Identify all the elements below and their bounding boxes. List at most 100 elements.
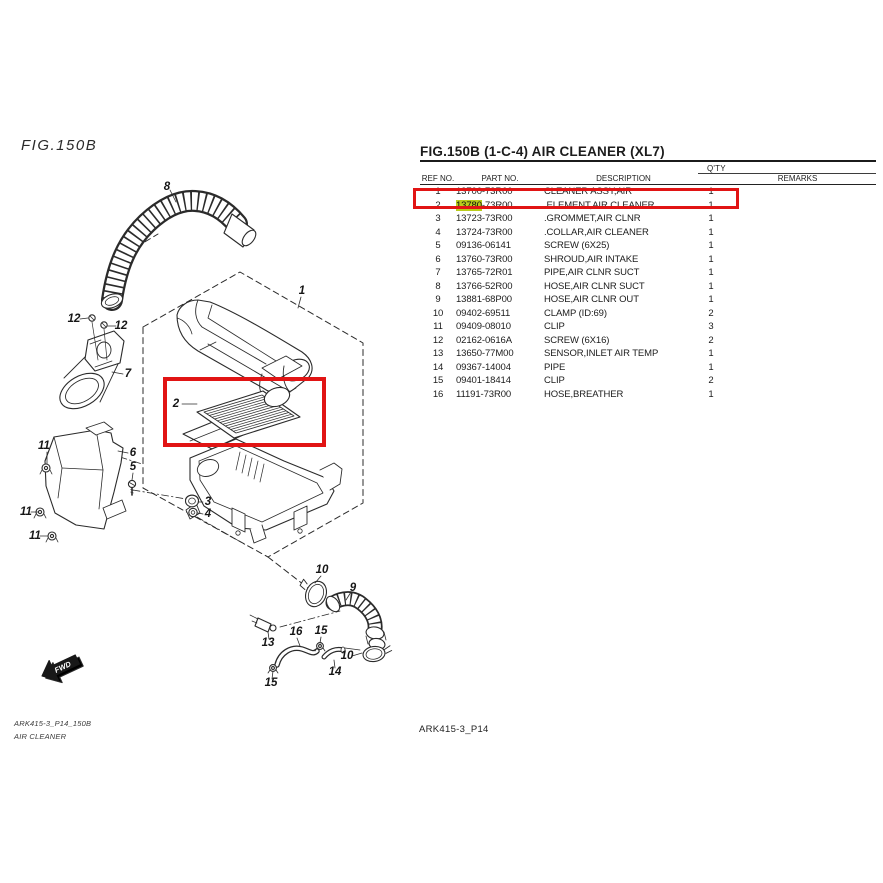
cell-desc: SCREW (6X16) [544,334,610,346]
part-callout: 15 [315,625,328,637]
cell-qty: 1 [708,267,714,278]
part-callout: 6 [130,447,137,459]
cell-part: 13760-73R00 [456,253,513,265]
cell-ref: 7 [435,267,441,278]
callout-leader-lines [30,189,363,680]
part-callout: 3 [205,496,212,508]
cell-remarks [719,239,876,253]
cell-remarks [719,226,876,240]
cell-part: 11191-73R00 [456,388,512,400]
table-header-row: REF NO. PART NO. DESCRIPTION REMARKS [420,174,876,185]
cell-qty: 1 [708,294,714,305]
part-callout: 12 [115,320,128,332]
exploded-parts-diagram: FWD 8 1 12 12 7 2 11 6 5 11 3 4 11 10 9 … [20,181,393,689]
part-callout: 12 [68,313,81,325]
part-callout: 8 [164,181,171,193]
cell-desc: HOSE,AIR CLNR OUT [544,294,639,305]
table-row-5: 5 09136-06141 SCREW (6X25) 1 [420,239,876,253]
footer-figure-name: AIR CLEANER [14,732,67,741]
footer-plate-code: ARK415-3_P14_150B [14,719,92,728]
pipe-air-clnr-suct-drawing [59,330,125,410]
table-row-12: 12 02162-0616A SCREW (6X16) 2 [420,334,876,348]
table-row-8: 8 13766-52R00 HOSE,AIR CLNR SUCT 1 [420,280,876,294]
cell-remarks [719,293,876,307]
cell-remarks [719,361,876,375]
cell-desc: HOSE,AIR CLNR SUCT [544,280,645,292]
cell-ref: 9 [435,294,441,305]
column-remarks: REMARKS [777,174,818,183]
column-part-no: PART NO. [481,174,519,183]
part-callout: 11 [29,530,41,542]
table-row-15: 15 09401-18414 CLIP 2 [420,374,876,388]
cell-desc: CLEANER ASSY,AIR [544,186,632,197]
part-callout: 9 [350,582,357,594]
cell-part: 09367-14004 [456,361,511,373]
cell-desc: HOSE,BREATHER [544,388,624,400]
qty-column-header: Q'TY [707,164,726,173]
cell-desc: .ELEMENT,AIR CLEANER [544,199,655,211]
table-body: 1 13700-73R00 CLEANER ASSY,AIR 1 2 1 3 7 8 0… [420,185,876,401]
figure-number-label: FIG.150B [21,137,98,154]
part-callout: 2 [172,398,180,410]
collar-4-drawing [188,507,198,518]
cell-remarks [719,212,876,226]
grommet-3-drawing [184,494,200,508]
cell-qty: 1 [708,388,714,400]
cell-qty: 1 [708,240,714,251]
table-row-4: 4 13724-73R00 .COLLAR,AIR CLEANER 1 [420,226,876,240]
fwd-arrow: FWD [41,654,84,684]
cell-remarks [719,388,876,402]
leader-lines-dashdot [119,456,341,628]
screw-5-drawing [127,479,137,496]
cell-qty: 1 [708,348,714,359]
cell-ref: 4 [435,226,441,238]
cell-qty: 3 [708,321,714,332]
cell-desc: SHROUD,AIR INTAKE [544,253,639,265]
cell-remarks [719,307,876,321]
part-callout: 1 [299,285,305,297]
cell-ref: 2 [435,199,441,211]
cell-qty: 2 [708,334,714,346]
part-callout: 11 [38,440,50,452]
cell-part: 13881-68P00 [456,294,512,305]
cell-remarks [719,347,876,361]
cell-desc: SENSOR,INLET AIR TEMP [544,348,659,359]
cell-remarks [719,253,876,267]
cell-ref: 14 [432,361,444,373]
cell-qty: 1 [708,199,714,211]
cell-qty: 1 [708,280,714,292]
column-qty-spacer [703,174,719,184]
table-row-16: 16 11191-73R00 HOSE,BREATHER 1 [420,388,876,402]
cell-remarks [719,334,876,348]
table-row-9: 9 13881-68P00 HOSE,AIR CLNR OUT 1 [420,293,876,307]
cell-part: 13650-77M00 [456,348,514,359]
cell-ref: 11 [433,321,443,332]
cell-desc: CLIP [544,375,565,386]
table-row-13: 13 13650-77M00 SENSOR,INLET AIR TEMP 1 [420,347,876,361]
cell-desc: PIPE [544,361,566,373]
part-callout: 16 [290,626,303,638]
pipe-14-drawing [321,646,361,660]
clip-11-drawing [33,507,47,519]
part-callouts: 8 1 12 12 7 2 11 6 5 11 3 4 11 10 9 13 1… [20,181,357,689]
part-callout: 4 [204,508,212,520]
cell-qty: 1 [708,186,714,197]
cell-remarks [719,280,876,294]
cell-ref: 12 [432,334,444,346]
cell-ref: 3 [435,213,441,224]
part-callout: 15 [265,677,278,689]
cell-part: 13700-73R00 [456,186,513,197]
sensor-inlet-air-temp-drawing [249,614,277,633]
cell-part: 02162-0616A [456,334,512,346]
cell-qty: 1 [708,226,714,238]
column-ref-no: REF NO. [421,174,455,183]
cell-ref: 15 [432,375,444,386]
hose-breather-drawing [274,645,320,668]
cell-ref: 6 [435,253,441,265]
cell-desc: .GROMMET,AIR CLNR [544,213,641,224]
qty-header-rule [698,173,876,174]
cell-desc: PIPE,AIR CLNR SUCT [544,267,640,278]
cell-ref: 8 [435,280,441,292]
cell-qty: 2 [708,307,714,319]
